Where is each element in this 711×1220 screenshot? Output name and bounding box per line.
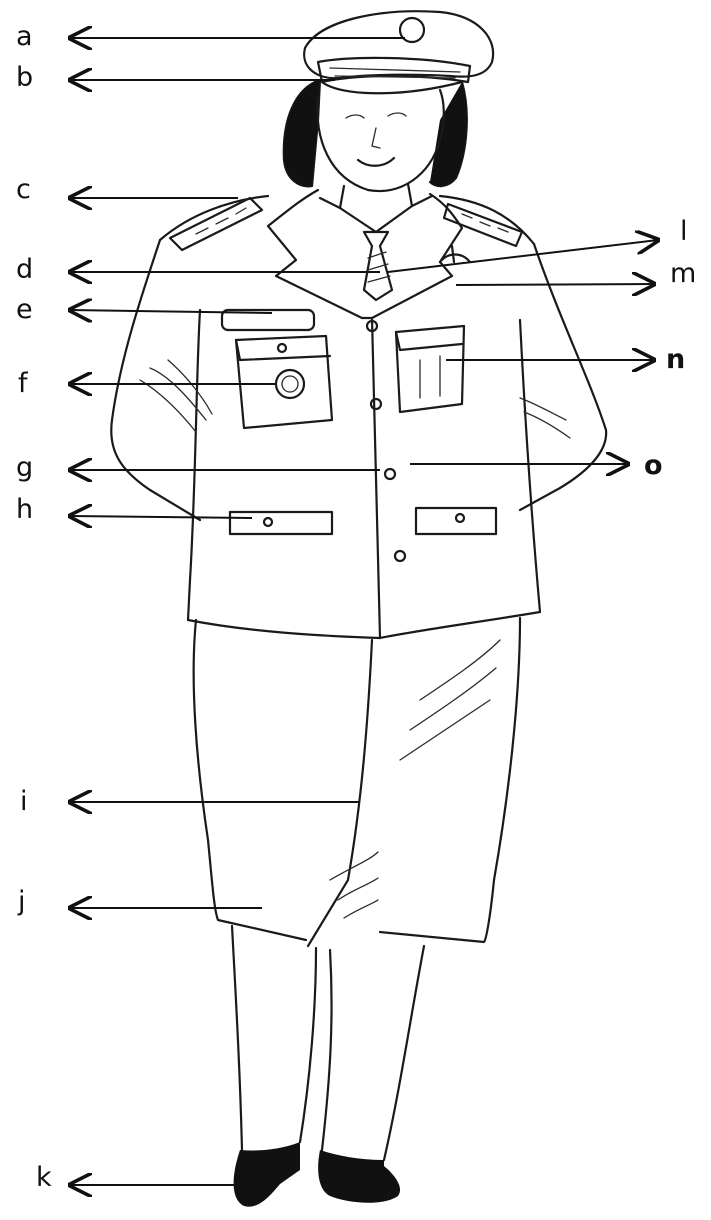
label-o: o — [644, 450, 663, 481]
label-c: c — [16, 174, 31, 205]
tie — [364, 232, 392, 300]
skirt — [194, 620, 306, 940]
label-l: l — [680, 216, 688, 247]
arrow-m — [456, 284, 654, 285]
label-n: n — [666, 344, 685, 375]
label-d: d — [16, 254, 33, 285]
label-k: k — [36, 1162, 52, 1193]
label-j: j — [17, 886, 26, 917]
labels-left: a b c d e f g h i j k — [16, 21, 52, 1193]
arrow-h — [70, 516, 252, 518]
pocket-flap-left — [230, 512, 332, 534]
label-f: f — [18, 368, 29, 399]
arrow-l — [388, 240, 658, 272]
label-a: a — [16, 21, 33, 52]
pocket-left — [236, 336, 332, 428]
label-m: m — [670, 258, 696, 289]
medal-badge — [276, 370, 304, 398]
button-2 — [371, 399, 381, 409]
collar — [320, 196, 432, 232]
labels-right: l m n o — [644, 216, 696, 481]
pocket-right — [396, 326, 464, 412]
shoe-right — [318, 1150, 400, 1203]
button-4 — [395, 551, 405, 561]
face — [317, 90, 443, 191]
label-h: h — [16, 494, 33, 525]
label-g: g — [16, 452, 33, 483]
jacket-body — [111, 240, 200, 520]
label-e: e — [16, 294, 33, 325]
label-b: b — [16, 62, 33, 93]
button-3 — [385, 469, 395, 479]
pointer-arrows — [70, 38, 658, 1185]
lapel-left — [268, 190, 362, 318]
figure-drawing — [111, 11, 606, 1206]
shoe-left — [234, 1142, 300, 1207]
label-i: i — [20, 786, 28, 817]
